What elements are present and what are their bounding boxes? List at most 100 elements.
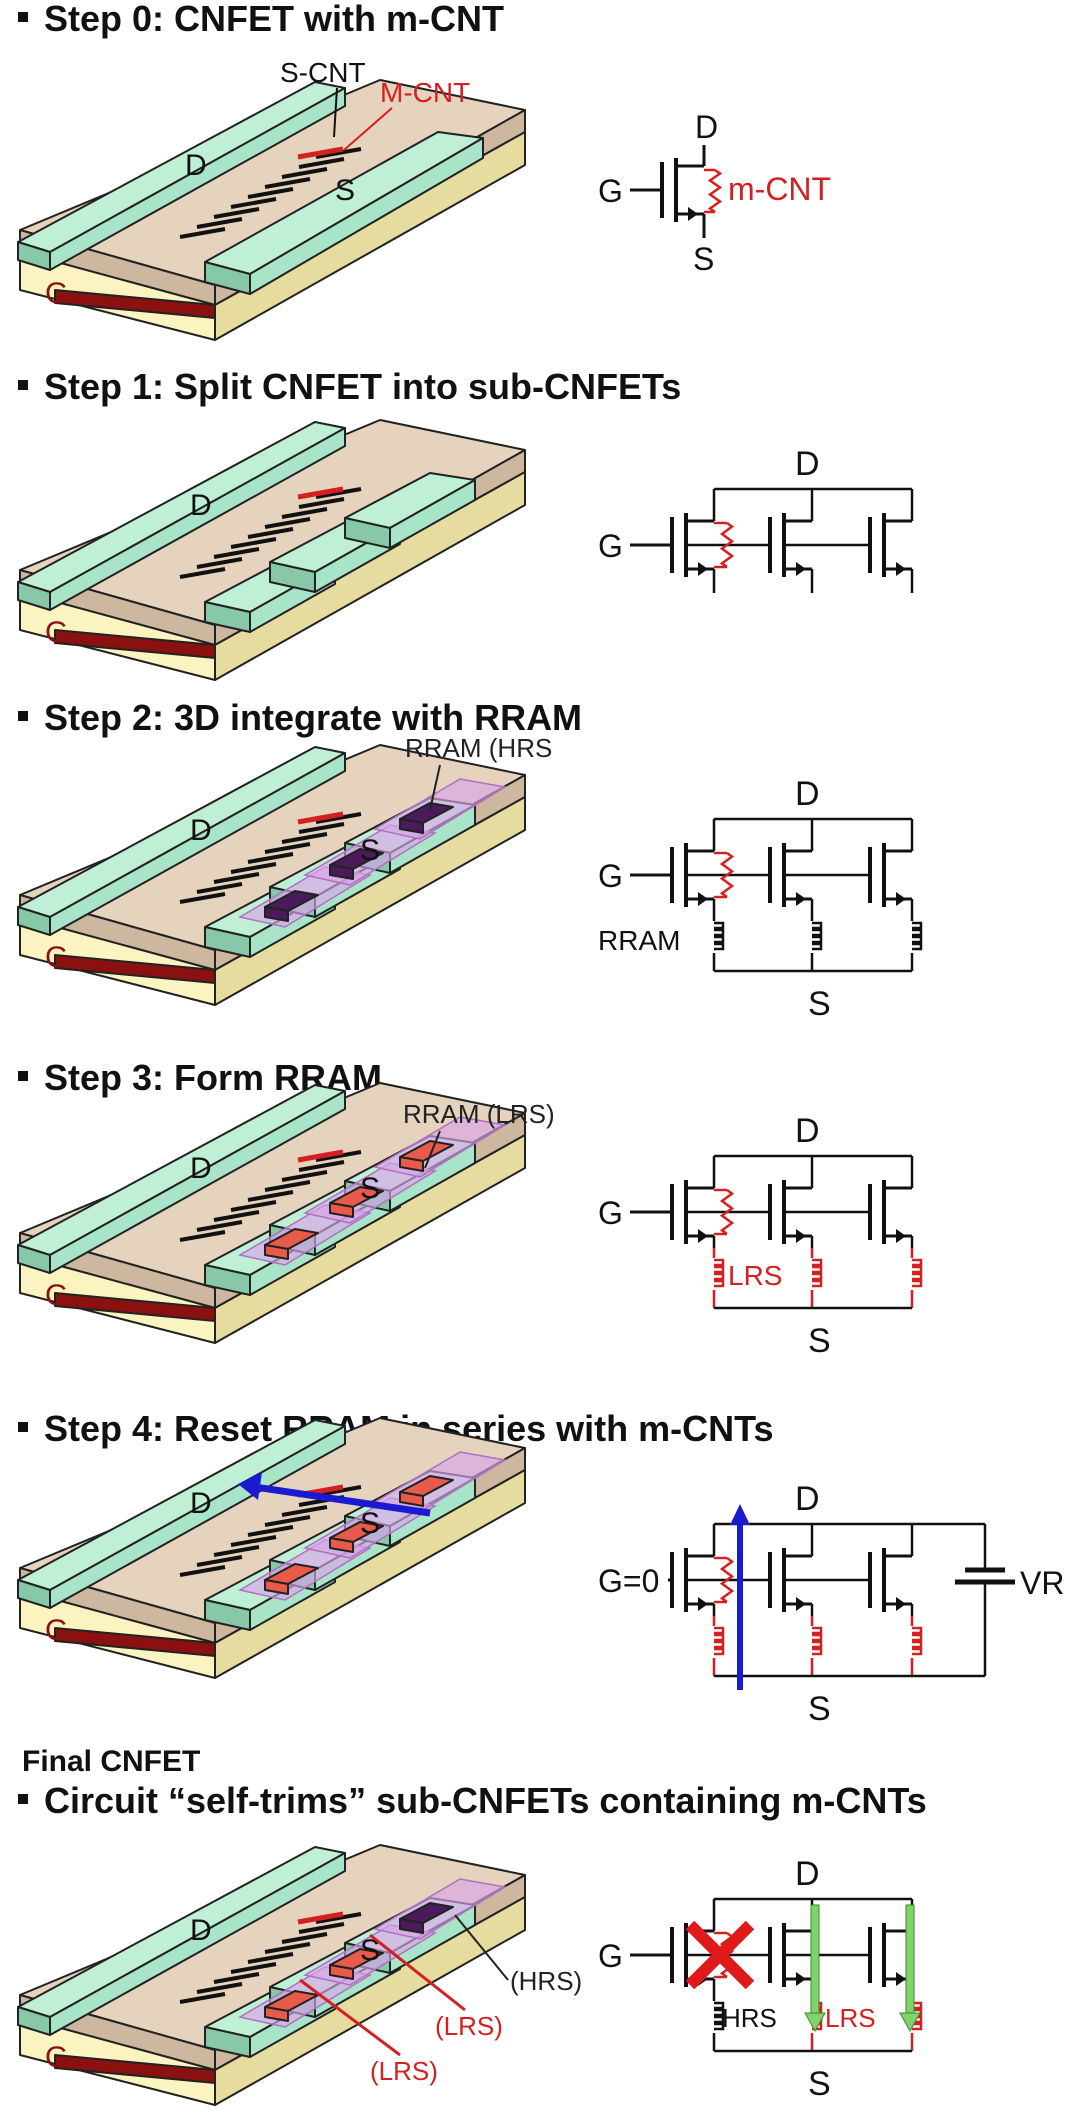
cnt-line [264,1180,311,1192]
green-arrow-shaft-0 [810,1904,820,2016]
step4-schematic-tr2 [868,1548,912,1612]
step2-schematic-tr2 [868,843,912,907]
step4-device-gate-label: G [45,1614,68,1647]
cnt-line [230,1200,277,1212]
cnt-line [281,1932,328,1944]
step2-schematic-s-label: S [808,985,831,1023]
bullet-icon [18,1071,28,1082]
step2-device-drain-label: D [190,814,212,847]
cnt-line [281,1505,328,1517]
rram-lrs-pointer [424,1130,441,1169]
cnt-line [179,227,226,239]
step-2-title: Step 2: 3D integrate with RRAM [18,697,582,739]
step3-device-drain-side [49,1090,346,1274]
lrs-label-5: LRS [825,2003,876,2033]
lrs-paren-label-1: (LRS) [435,2011,503,2041]
step5-device-gate [54,2054,216,2084]
step5-device-drain-side [49,1852,346,2036]
cnt-line [196,1982,243,1994]
tr0 [660,158,704,222]
step5-device: GDS(HRS)(LRS)(LRS) [17,1844,582,2106]
step2-schematic-tr1-arrow [796,892,806,906]
cnt-line [196,1555,243,1567]
bullet-icon [18,1422,28,1433]
rram-lrs-label: RRAM (LRS) [403,1099,555,1129]
cnt-line [179,1230,226,1242]
cnt-line [213,547,260,559]
lrs-label-3: LRS [728,1260,782,1291]
green-arrow-head-0 [804,2012,826,2033]
step4-schematic-rram-2 [910,1616,923,1668]
cnt-line [281,832,328,844]
rram-label-2: RRAM [598,925,680,956]
gate-0 [54,289,216,319]
step1-schematic-mcnt [719,521,735,569]
rram-cell-front [329,1537,354,1553]
step1-device-drain-side [49,427,346,611]
cnt-line [213,1545,260,1557]
step2-schematic-d-label: D [795,775,820,813]
step3-schematic-mcnt [719,1188,735,1236]
step1-device-drain-label: D [190,489,212,522]
hrs-label-5: HRS [722,2003,777,2033]
rram-hrs-pointer [429,764,441,811]
step-5-title: Circuit “self-trims” sub-CNFETs containi… [18,1780,927,1822]
m-cnt-label-upper: M-CNT [380,77,470,108]
step2-schematic-mcnt [719,851,735,899]
step3-schematic-g-label: G [598,1195,623,1231]
bullet-icon [18,1794,28,1805]
step2-schematic-tr0-arrow [698,892,708,906]
rram-cell-front [399,1491,424,1507]
step5-device-drain-label: D [190,1914,212,1947]
step5-schematic-d-label: D [795,1855,820,1893]
step5-schematic-rram-0 [712,1991,725,2043]
d-label-0: D [695,109,718,145]
cnt-line [315,1912,362,1924]
g-label-0: G [598,173,623,209]
rram-cell-front [329,1964,354,1980]
step4-device: GDS [17,1417,526,1679]
step1-device-source-side-2 [389,479,476,549]
step2-schematic-rram-0 [712,911,725,963]
cnt-line [230,537,277,549]
cnt-line [196,217,243,229]
step4-schematic-d-label: D [795,1480,820,1518]
cnt-line [298,1922,345,1934]
step2-device-gate-label: G [45,941,68,974]
step3-schematic-rram-2 [910,1248,923,1300]
step3-schematic-tr1-arrow [796,1229,806,1243]
cnt-line [213,872,260,884]
step-2-title-text: Step 2: 3D integrate with RRAM [44,697,583,738]
reset-arrow-line [247,1482,431,1517]
step2-schematic-rram-2 [910,911,923,963]
hrs-paren-label: (HRS) [510,1966,582,1996]
cnt-line [213,1210,260,1222]
m-cnt-pointer [343,107,393,151]
cnt-line [247,852,294,864]
step4-schematic-g-label: G=0 [598,1563,659,1599]
hrs-pointer [454,1914,509,1981]
drain-label-0: D [185,149,207,182]
rram-cell-front [399,1156,424,1172]
step-1-title: Step 1: Split CNFET into sub-CNFETs [18,366,681,408]
step-1-title-text: Step 1: Split CNFET into sub-CNFETs [44,366,682,407]
step4-schematic-rram-0 [712,1616,725,1668]
rram-hrs-label: RRAM (HRS [405,733,552,763]
step5-device-gate-label: G [45,2041,68,2074]
step4-schematic-s-label: S [808,1690,831,1728]
cnt-line [230,197,277,209]
step5-schematic-tr2-arrow [896,1972,906,1986]
step-0-title-text: Step 0: CNFET with m-CNT [44,0,504,39]
x-mark-2 [685,1920,755,1990]
lrs-pointer-2 [299,1978,401,2057]
lrs-paren-label-2: (LRS) [370,2056,438,2086]
rram-cell-front [264,1579,289,1595]
step5-schematic-s-label: S [808,2065,831,2103]
m-cnt-line [297,1149,344,1163]
step3-schematic-rram-1 [810,1248,823,1300]
